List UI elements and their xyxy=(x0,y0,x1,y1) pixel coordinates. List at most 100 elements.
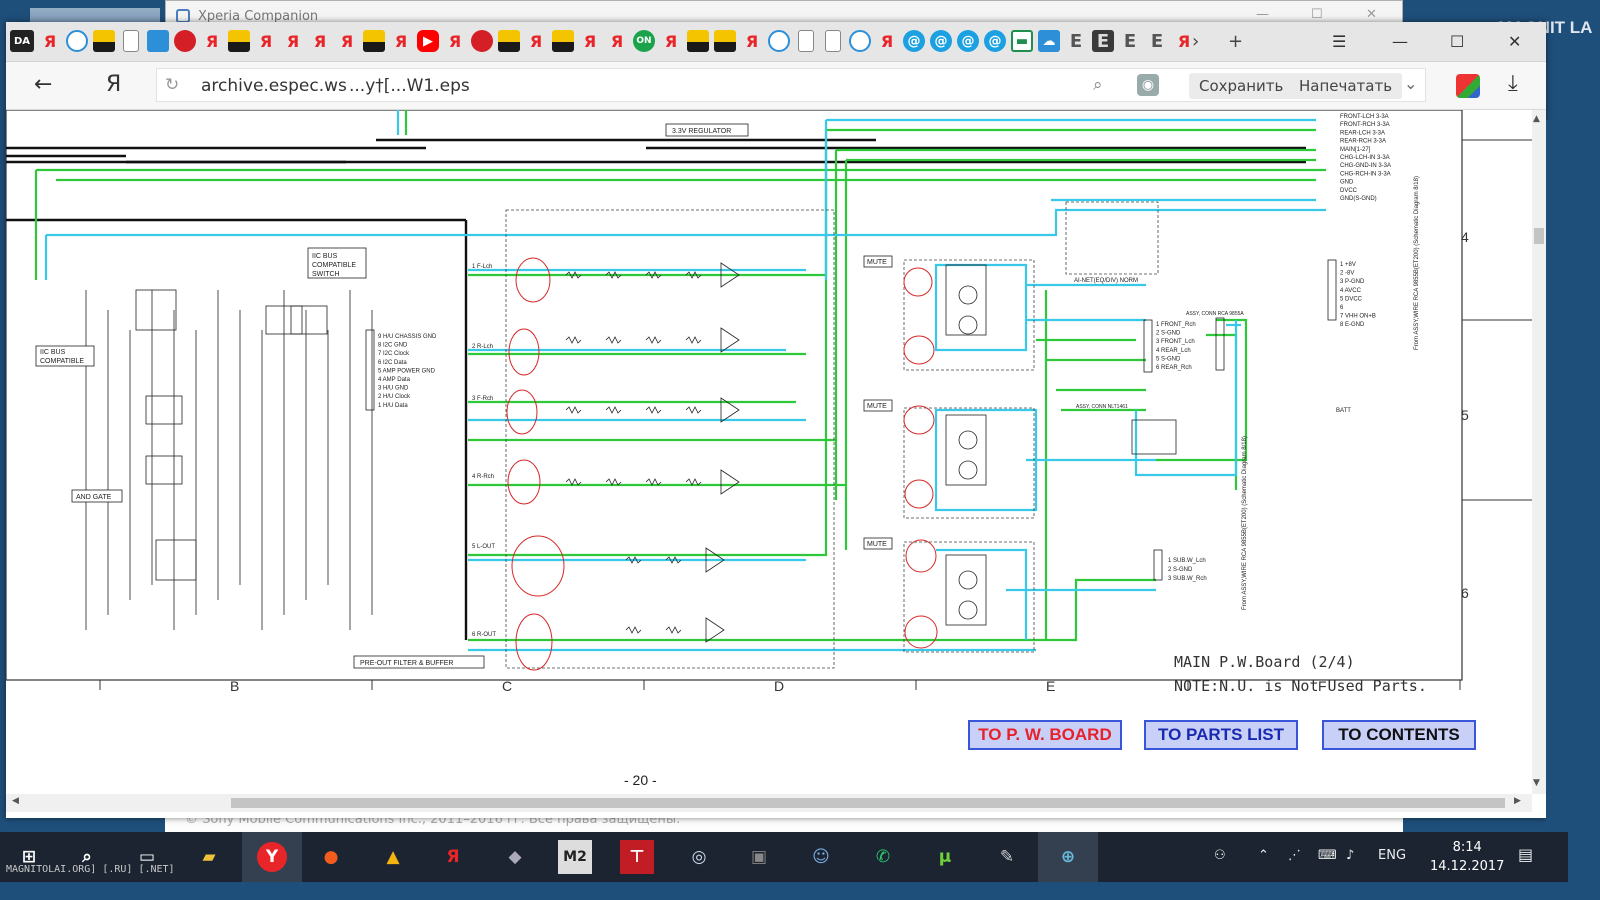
app-orange-icon[interactable]: ● xyxy=(323,847,339,867)
document-viewer[interactable]: 3.3V REGULATOR IIC BUS COMPATIBLE SWITCH… xyxy=(6,110,1532,794)
tab-at[interactable]: @ xyxy=(984,30,1006,52)
yandex-home-icon[interactable]: Я xyxy=(106,72,122,97)
tab-yandex[interactable]: Я xyxy=(448,31,462,51)
utorrent-icon[interactable]: µ xyxy=(938,847,952,867)
maximize-icon[interactable]: ☐ xyxy=(1450,32,1465,51)
tab-e-active[interactable]: E xyxy=(1092,30,1114,52)
tab-puzzle[interactable] xyxy=(147,30,169,52)
horizontal-scroll-thumb[interactable] xyxy=(231,798,1505,808)
tab-yandex[interactable]: Я xyxy=(610,31,624,51)
tab-red-circle[interactable] xyxy=(471,30,493,52)
tab-e[interactable]: E xyxy=(1123,30,1137,52)
paint-icon[interactable]: ✎ xyxy=(999,847,1015,867)
tab-yandex[interactable]: Я xyxy=(745,31,759,51)
tab-at[interactable]: @ xyxy=(957,30,979,52)
tab-image[interactable] xyxy=(714,30,736,52)
save-button[interactable]: Сохранить xyxy=(1189,73,1294,99)
tab-image[interactable] xyxy=(498,30,520,52)
xperia-companion-icon[interactable]: ⊕ xyxy=(1038,832,1098,882)
tab-document[interactable] xyxy=(825,30,841,52)
horizontal-scrollbar[interactable]: ◀ ▶ xyxy=(6,794,1532,812)
scroll-left-icon[interactable]: ◀ xyxy=(12,796,19,806)
tray-chevron-icon[interactable]: ⌃ xyxy=(1258,848,1269,863)
tab-yandex[interactable]: Я xyxy=(286,31,300,51)
new-tab-icon[interactable]: + xyxy=(1228,31,1244,52)
start-icon[interactable]: ⊞ xyxy=(21,847,37,867)
tab-e[interactable]: E xyxy=(1150,30,1164,52)
to-parts-list-button[interactable]: TO PARTS LIST xyxy=(1144,720,1298,750)
tool-icon[interactable]: ⊤ xyxy=(620,840,654,874)
tab-yandex[interactable]: Я xyxy=(880,31,894,51)
tab-e[interactable]: E xyxy=(1069,30,1083,52)
tab-at[interactable]: @ xyxy=(903,30,925,52)
tab-yandex[interactable]: Я xyxy=(1177,31,1191,51)
volume-icon[interactable]: ♪ xyxy=(1346,848,1355,863)
people-icon[interactable]: ⚇ xyxy=(1214,848,1226,863)
tab-puzzle-2[interactable] xyxy=(174,30,196,52)
tab-yandex[interactable]: Я xyxy=(313,31,327,51)
task-view-icon[interactable]: ▭ xyxy=(138,847,156,867)
vertical-scroll-thumb[interactable] xyxy=(1534,228,1544,244)
tabs-scroll-right-icon[interactable]: › xyxy=(1192,31,1200,52)
tab-cloud[interactable]: ☁ xyxy=(1038,30,1060,52)
tab-document[interactable] xyxy=(123,30,139,52)
tab-yandex[interactable]: Я xyxy=(664,31,678,51)
tab-youtube[interactable]: ▶ xyxy=(417,30,439,52)
language-indicator[interactable]: ENG xyxy=(1378,848,1407,863)
menu-icon[interactable]: ☰ xyxy=(1332,32,1347,51)
tab-image[interactable] xyxy=(552,30,574,52)
tab-image[interactable] xyxy=(228,30,250,52)
tab-da[interactable]: DA xyxy=(10,30,34,52)
whatsapp-icon[interactable]: ✆ xyxy=(875,847,891,867)
tab-ring[interactable] xyxy=(849,30,871,52)
tab-ring[interactable] xyxy=(768,30,790,52)
to-contents-button[interactable]: TO CONTENTS xyxy=(1322,720,1476,750)
tab-image[interactable] xyxy=(93,30,115,52)
tab-document[interactable] xyxy=(798,30,814,52)
warning-app-icon[interactable]: ▲ xyxy=(386,847,400,867)
minimize-icon[interactable]: — xyxy=(1392,32,1408,51)
scroll-up-icon[interactable]: ▲ xyxy=(1533,114,1540,124)
scroll-right-icon[interactable]: ▶ xyxy=(1514,796,1521,806)
shield-game-icon[interactable]: ◆ xyxy=(508,847,522,867)
back-icon[interactable]: ← xyxy=(34,72,53,97)
print-button[interactable]: Напечатать xyxy=(1289,73,1403,99)
game-icon[interactable]: ▣ xyxy=(750,847,768,867)
tab-yandex[interactable]: Я xyxy=(394,31,408,51)
chevron-down-icon[interactable]: ⌄ xyxy=(1404,74,1418,93)
tab-yandex[interactable]: Я xyxy=(259,31,273,51)
tab-yandex[interactable]: Я xyxy=(43,31,57,51)
close-icon[interactable]: ✕ xyxy=(1366,7,1377,22)
scroll-down-icon[interactable]: ▼ xyxy=(1533,778,1540,788)
tab-card[interactable]: ▬ xyxy=(1011,30,1033,52)
keyboard-icon[interactable]: ⌨ xyxy=(1318,848,1337,863)
zoom-icon[interactable]: ⌕ xyxy=(1093,75,1103,95)
tab-yandex[interactable]: Я xyxy=(340,31,354,51)
tab-image[interactable] xyxy=(363,30,385,52)
clock[interactable]: 8:14 14.12.2017 xyxy=(1430,838,1504,876)
yandex-browser-icon[interactable]: Y xyxy=(242,832,302,882)
minimize-icon[interactable]: — xyxy=(1256,7,1269,22)
reload-icon[interactable]: ↻ xyxy=(165,75,180,95)
notifications-icon[interactable]: ▤ xyxy=(1518,845,1534,864)
tab-yandex[interactable]: Я xyxy=(583,31,597,51)
vertical-scrollbar[interactable]: ▲ ▼ xyxy=(1532,110,1546,794)
url-field[interactable]: ↻ archive.espec.ws ...y†[...W1.eps ⌕ ◉ С… xyxy=(156,68,1426,102)
search-icon[interactable]: ⌕ xyxy=(82,847,92,867)
tab-eye[interactable] xyxy=(66,30,88,52)
yandex-icon[interactable]: Я xyxy=(446,847,460,867)
download-icon[interactable]: ⤓ xyxy=(1508,71,1518,96)
m2-icon[interactable]: M2 xyxy=(558,840,592,874)
close-icon[interactable]: ✕ xyxy=(1508,32,1522,51)
tab-yandex[interactable]: Я xyxy=(205,31,219,51)
cue-icon[interactable]: ◎ xyxy=(691,847,707,867)
fallout-icon[interactable]: ☺ xyxy=(812,847,830,867)
extension-icon[interactable] xyxy=(1456,74,1480,98)
tab-at[interactable]: @ xyxy=(930,30,952,52)
protect-icon[interactable]: ◉ xyxy=(1137,74,1159,96)
to-pw-board-button[interactable]: TO P. W. BOARD xyxy=(968,720,1122,750)
file-explorer-icon[interactable]: ▰ xyxy=(202,847,216,867)
network-icon[interactable]: ⋰ xyxy=(1288,848,1301,863)
maximize-icon[interactable]: ☐ xyxy=(1311,7,1323,22)
tab-yandex[interactable]: Я xyxy=(529,31,543,51)
